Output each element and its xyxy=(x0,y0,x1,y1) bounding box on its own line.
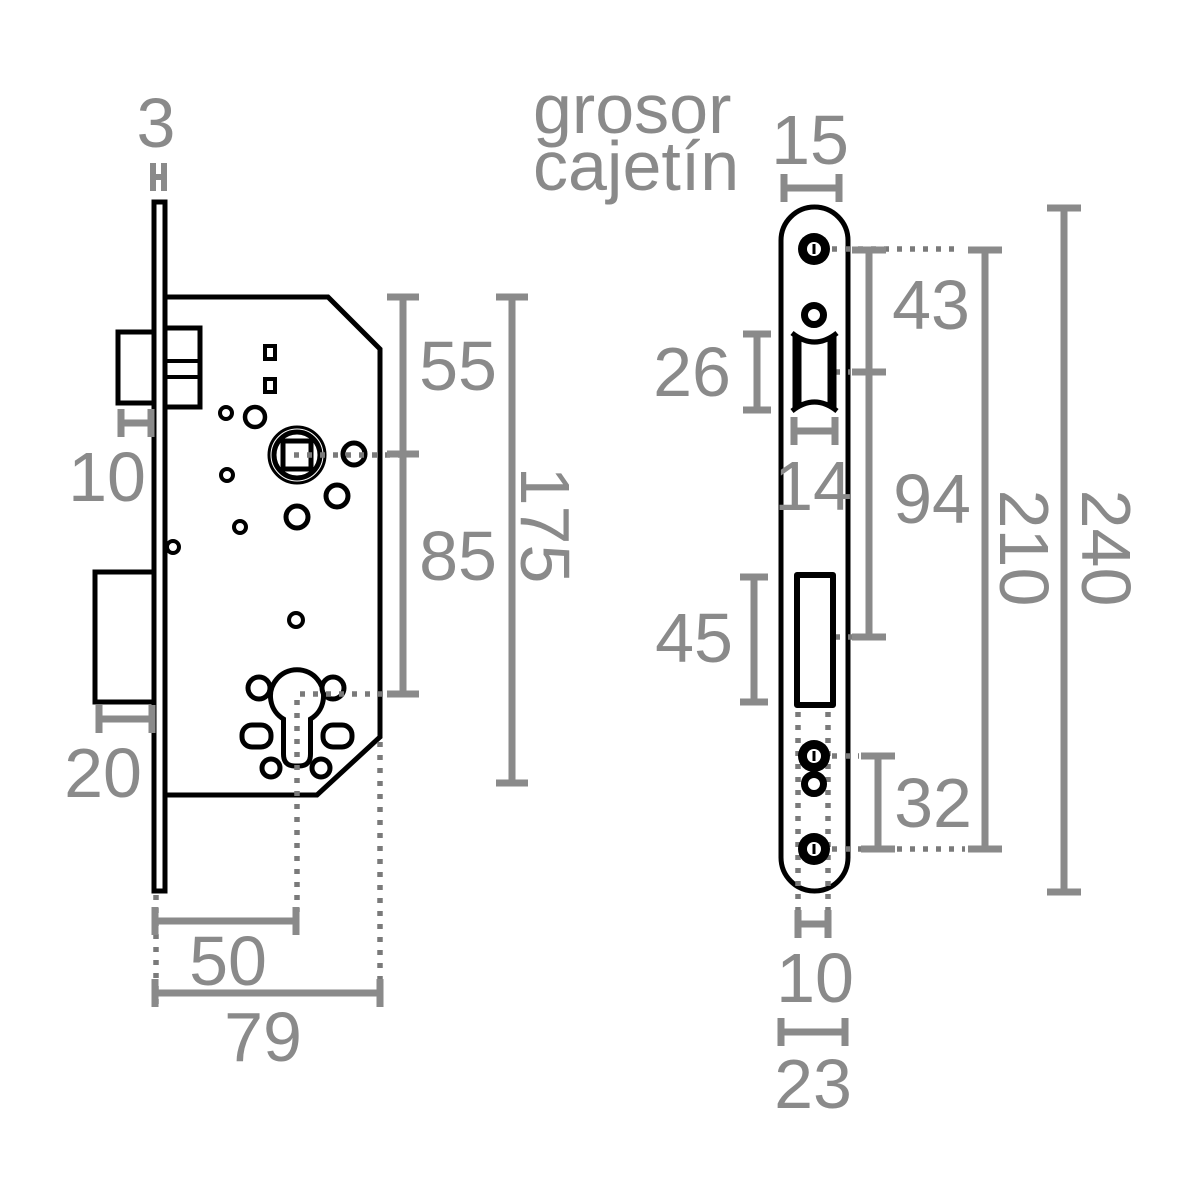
hole-oval xyxy=(320,722,355,750)
deadbolt-opening xyxy=(794,572,836,708)
dim-label-slot-width: 10 xyxy=(776,939,854,1017)
dim-label-screw-to-latch: 43 xyxy=(892,266,970,344)
dim-label-plate-width-bottom: 23 xyxy=(774,1045,852,1123)
dim-backset: 50 xyxy=(151,907,300,1000)
hole xyxy=(283,503,311,531)
dim-label-plate-total-length: 240 xyxy=(1067,490,1145,607)
dim-label-plate-width-top: 15 xyxy=(771,101,849,179)
dim-label-latch-opening-width: 14 xyxy=(774,447,852,525)
faceplate-side xyxy=(151,199,168,894)
right-view-faceplate: grosor cajetín xyxy=(533,70,1145,1123)
dim-screw-latch-deadbolt-chain: 43 94 xyxy=(852,246,971,641)
dim-deadbolt-to-screw: 32 xyxy=(861,752,972,853)
hole xyxy=(245,674,273,702)
left-view-lock-body: 3 10 20 50 xyxy=(64,84,584,1076)
dim-latch-opening-width: 14 xyxy=(774,417,852,525)
dim-label-body-depth: 79 xyxy=(224,998,302,1076)
dim-latch-opening-height: 26 xyxy=(653,330,771,414)
hole-square xyxy=(263,344,277,361)
faceplate-openings xyxy=(790,233,839,865)
hole xyxy=(242,404,268,430)
hole xyxy=(340,440,368,468)
dim-label-deadbolt-to-screw: 32 xyxy=(894,764,972,842)
left-view-dimensions: 3 10 20 50 xyxy=(64,84,584,1076)
dim-plate-width-top: 15 xyxy=(771,101,849,202)
dim-label-backset: 50 xyxy=(189,922,267,1000)
dim-label-latch-opening-height: 26 xyxy=(653,333,731,411)
hole-oval xyxy=(239,722,274,750)
hole xyxy=(259,756,283,780)
dim-label-deadbolt-protrusion: 20 xyxy=(64,734,142,812)
dim-label-deadbolt-opening-height: 45 xyxy=(655,599,733,677)
body-holes xyxy=(165,344,368,780)
latch-bolt-inner xyxy=(162,325,203,410)
hole xyxy=(323,482,351,510)
deadbolt-front xyxy=(92,569,157,705)
dim-plate-total-length: 240 xyxy=(1047,204,1145,896)
dim-deadbolt-opening-height: 45 xyxy=(655,573,768,706)
dim-slot-width: 10 xyxy=(776,910,854,1017)
title-line2: cajetín xyxy=(533,127,739,205)
pin-hole-bottom xyxy=(801,771,827,797)
dim-label-body-height: 175 xyxy=(506,467,584,584)
dim-deadbolt-protrusion: 20 xyxy=(64,705,156,812)
hole xyxy=(218,405,234,421)
latch-bolt-front xyxy=(115,329,158,406)
dim-latch-protrusion: 10 xyxy=(68,409,155,516)
dim-top-to-spindle-and-cylinder: 55 85 xyxy=(387,293,497,698)
hole xyxy=(287,611,305,629)
dim-label-spindle-to-cylinder: 85 xyxy=(419,517,497,595)
dim-body-depth: 79 xyxy=(151,979,384,1076)
dim-label-latch-to-deadbolt: 94 xyxy=(893,460,971,538)
hole xyxy=(165,539,181,555)
dim-label-latch-protrusion: 10 xyxy=(68,438,146,516)
right-view-extension-lines xyxy=(795,246,965,912)
dim-body-height: 175 xyxy=(496,293,584,787)
dim-label-faceplate-thickness: 3 xyxy=(137,84,176,162)
pin-hole-top xyxy=(801,302,827,328)
dim-screw-centers: 210 xyxy=(968,246,1063,853)
title-line1: grosor xyxy=(533,70,731,148)
dim-faceplate-thickness: 3 xyxy=(137,84,176,191)
right-view-dimensions: 15 26 14 43 94 xyxy=(653,101,1145,1123)
dim-label-screw-centers: 210 xyxy=(985,490,1063,607)
dim-plate-width-bottom: 23 xyxy=(774,1018,852,1123)
hole xyxy=(232,519,248,535)
hole xyxy=(309,756,333,780)
dim-label-top-to-spindle: 55 xyxy=(419,327,497,405)
hole-square xyxy=(263,377,277,394)
hole xyxy=(219,467,235,483)
latch-opening xyxy=(790,330,839,414)
